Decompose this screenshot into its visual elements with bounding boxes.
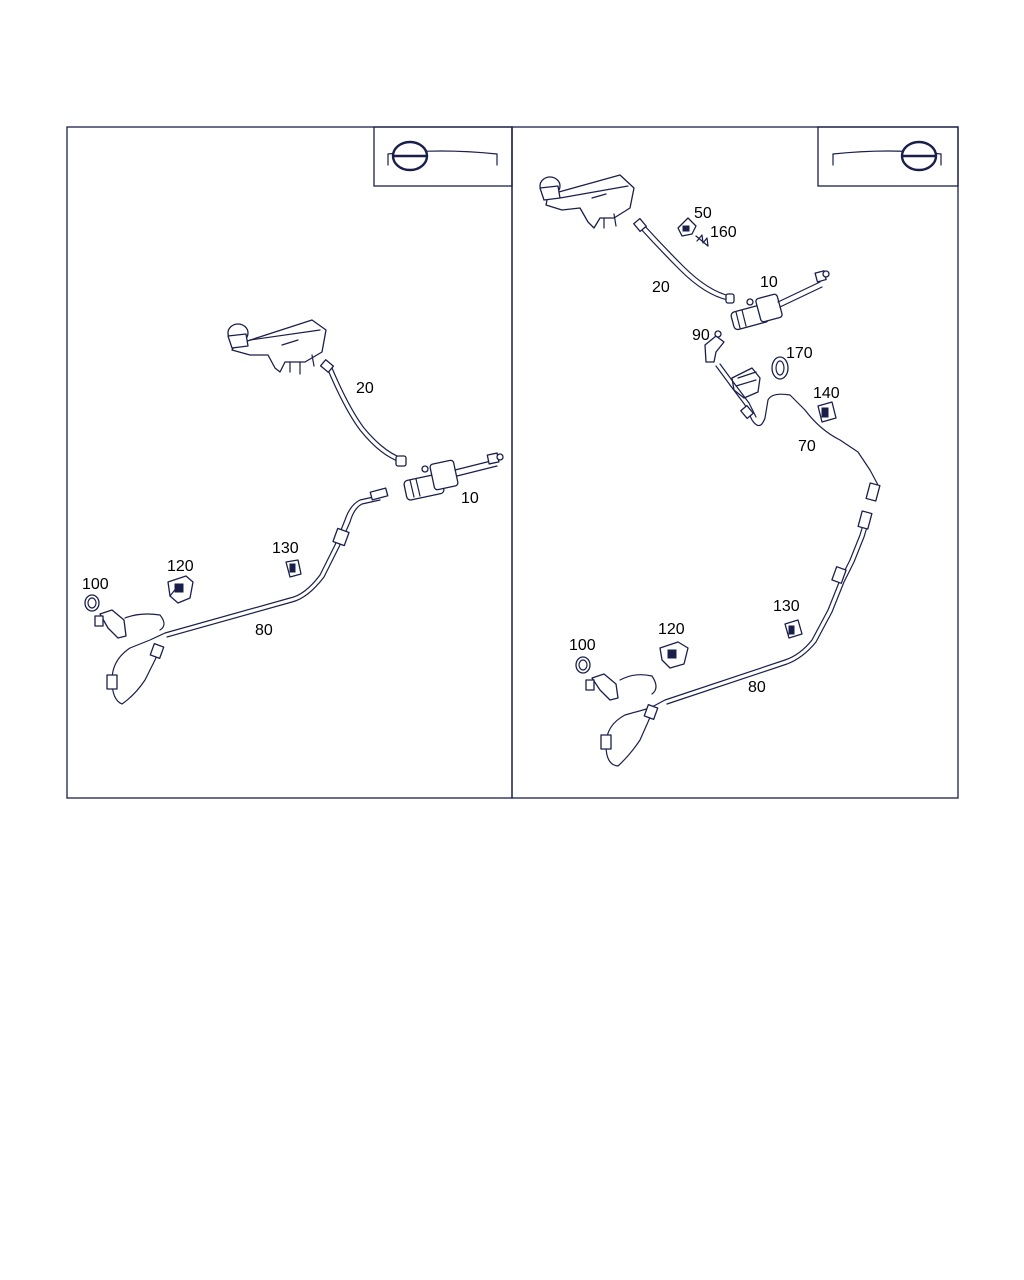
right-line-70-part [715,363,881,502]
right-connector-part [585,673,619,701]
left-callout-20: 20 [356,380,374,397]
right-clip-140-part [817,401,837,423]
left-line-80-part [106,487,389,705]
right-callout-170: 170 [786,345,813,362]
left-reservoir-part [227,319,327,375]
right-callout-80: 80 [748,679,766,696]
right-callout-20: 20 [652,279,670,296]
right-hose-20-part [633,217,735,304]
right-panel-frame [511,126,959,799]
left-master-cylinder-10-part [403,452,504,501]
right-bracket-120-part [659,641,689,669]
right-callout-130: 130 [773,598,800,615]
steering-wheel-right-hand-drive-icon [817,126,959,187]
right-callout-10: 10 [760,274,778,291]
right-callout-50: 50 [694,205,712,222]
right-clip-130-part [784,619,803,639]
left-callout-100: 100 [82,576,109,593]
left-callout-120: 120 [167,558,194,575]
right-reservoir-part [539,174,635,229]
left-hose-20-part [319,359,407,467]
right-callout-160: 160 [710,224,737,241]
right-seal-ring-100-part [575,656,591,674]
left-clip-130-part [285,559,302,578]
right-line-80-part [600,510,873,767]
right-seal-ring-170-part [771,356,789,380]
right-callout-140: 140 [813,385,840,402]
right-spring-160-part [695,234,709,247]
right-callout-120: 120 [658,621,685,638]
right-cap-50-part [677,217,697,237]
steering-wheel-left-hand-drive-icon [373,126,513,187]
right-callout-90: 90 [692,327,710,344]
right-callout-70: 70 [798,438,816,455]
left-seal-ring-100-part [84,594,100,612]
left-callout-10: 10 [461,490,479,507]
right-callout-100: 100 [569,637,596,654]
left-callout-80: 80 [255,622,273,639]
left-connector-part [94,609,127,639]
left-callout-130: 130 [272,540,299,557]
right-master-cylinder-10-part [730,270,830,331]
left-bracket-120-part [167,575,194,604]
right-elbow-90-part [704,330,725,363]
